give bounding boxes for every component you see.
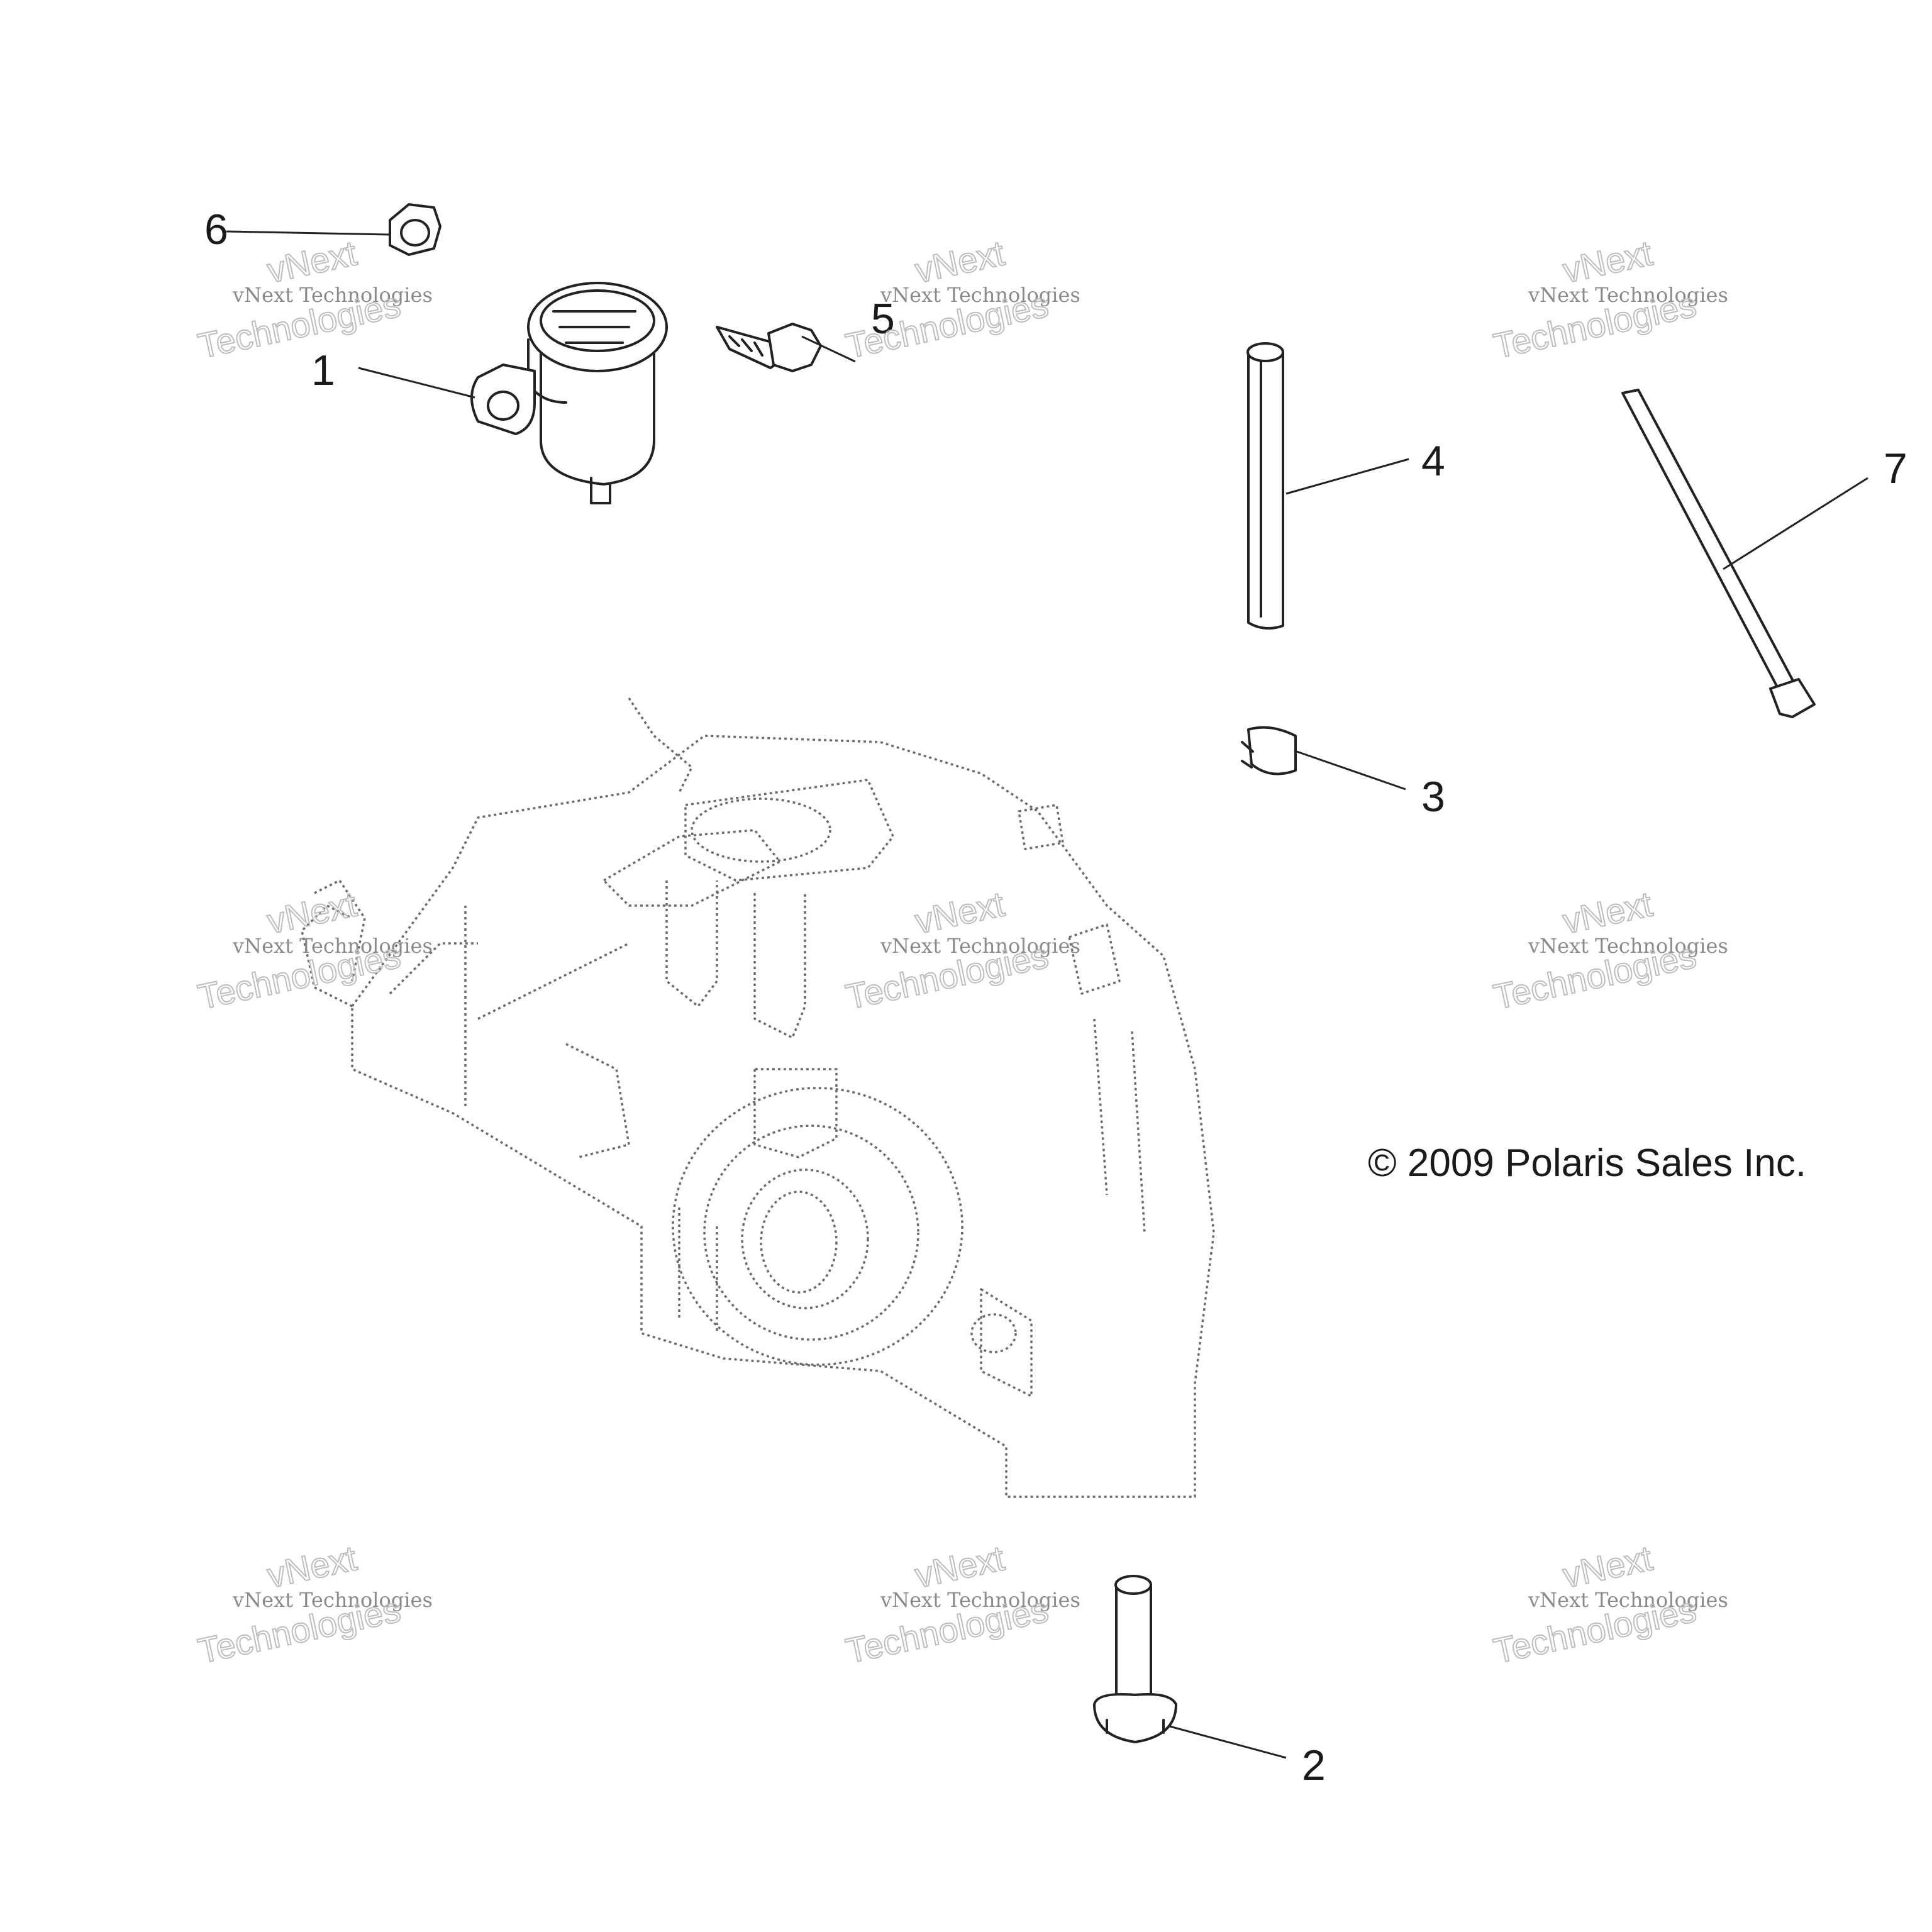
hose-clamp: [1241, 726, 1297, 775]
leader-1: [358, 367, 475, 399]
watermark-line1: vNext Technologies: [880, 283, 1080, 307]
watermark-mid-center: vNext Technologies vNext Technologies: [841, 883, 1080, 1017]
callout-5: 5: [871, 295, 895, 343]
leader-3: [1296, 750, 1406, 791]
watermark-line1: vNext Technologies: [880, 1588, 1080, 1612]
leader-2: [1169, 1725, 1287, 1759]
leader-6: [226, 230, 389, 236]
watermark-bottom-right: vNext Technologies vNext Technologies: [1489, 1537, 1728, 1671]
copyright-notice: © 2009 Polaris Sales Inc.: [1368, 1141, 1806, 1185]
watermark-top-right: vNext Technologies vNext Technologies: [1489, 232, 1728, 366]
leader-7: [1723, 477, 1868, 570]
watermark-line2: vNext: [264, 233, 360, 290]
brake-fluid-reservoir: [470, 282, 668, 504]
watermark-line1: vNext Technologies: [1528, 934, 1728, 958]
watermark-line2: vNext: [1559, 233, 1656, 290]
watermark-line2: vNext: [1559, 1538, 1656, 1595]
callout-2: 2: [1302, 1741, 1326, 1789]
watermark-line1: vNext Technologies: [880, 934, 1080, 958]
callout-1: 1: [311, 347, 335, 394]
watermark-bottom-center: vNext Technologies vNext Technologies: [841, 1537, 1080, 1671]
watermark-line2: vNext: [911, 1538, 1008, 1595]
watermark-line1: vNext Technologies: [232, 1588, 433, 1612]
watermark-mid-left: vNext Technologies vNext Technologies: [194, 883, 433, 1017]
watermark-line1: vNext Technologies: [1528, 1588, 1728, 1612]
watermark-line1: vNext Technologies: [1528, 283, 1728, 307]
watermark-line2: vNext: [264, 884, 360, 941]
leader-4: [1285, 458, 1409, 495]
transmission-housing-outline: [301, 697, 1215, 1498]
watermark-line2: vNext: [911, 884, 1008, 941]
hose-tube: [1246, 342, 1284, 630]
hex-nut: [389, 203, 441, 256]
flange-bolt: [1093, 1575, 1177, 1743]
callout-7: 7: [1884, 445, 1907, 492]
watermark-line2: vNext: [264, 1538, 360, 1595]
screw: [716, 323, 822, 372]
cable-tie: [1621, 389, 1816, 718]
watermark-line2: vNext: [911, 233, 1008, 290]
watermark-line1: vNext Technologies: [232, 934, 433, 958]
callout-3: 3: [1421, 773, 1445, 821]
callout-6: 6: [204, 206, 228, 253]
watermark-mid-right: vNext Technologies vNext Technologies: [1489, 883, 1728, 1017]
watermark-line2: vNext: [1559, 884, 1656, 941]
callout-4: 4: [1421, 437, 1445, 485]
watermark-line1: vNext Technologies: [232, 283, 433, 307]
leader-5: [801, 335, 856, 363]
watermark-bottom-left: vNext Technologies vNext Technologies: [194, 1537, 433, 1671]
leader-lines: [226, 230, 1868, 1759]
